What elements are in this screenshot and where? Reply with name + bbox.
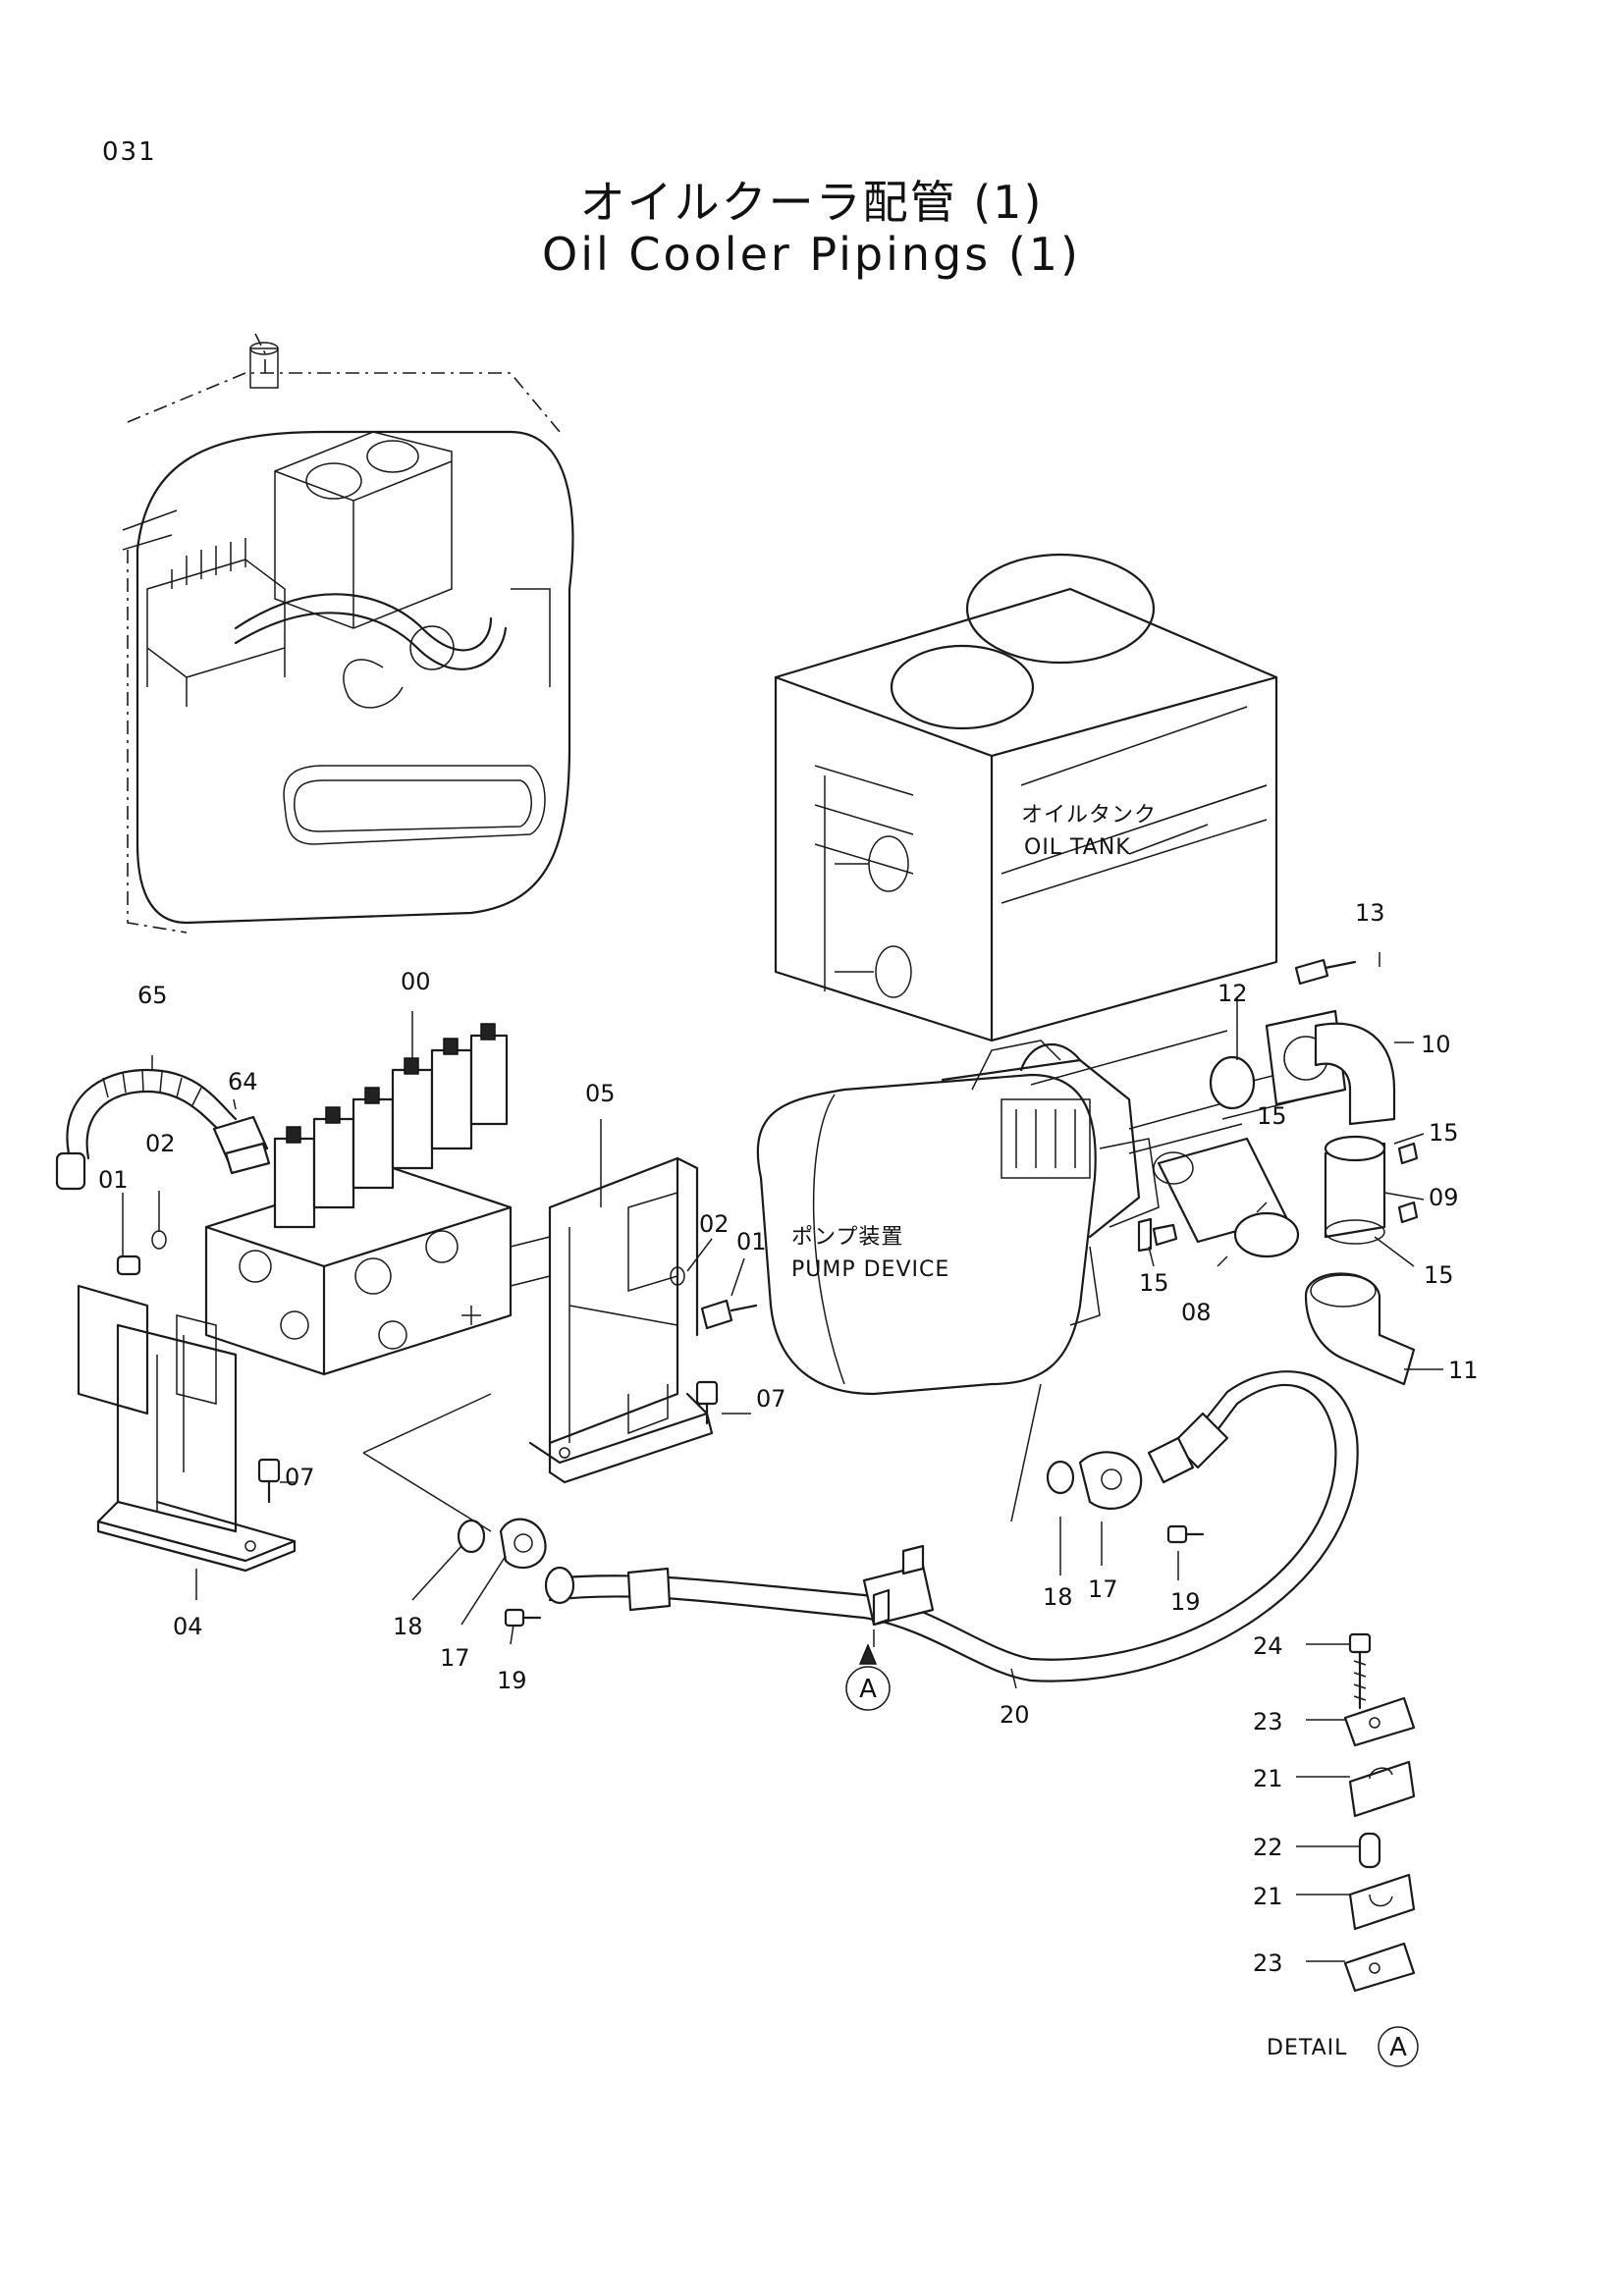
- detail-letter: A: [1389, 2033, 1407, 2062]
- part-label-01-left: 01: [98, 1166, 129, 1194]
- part-label-07-right: 07: [756, 1385, 786, 1413]
- part-label-00: 00: [401, 968, 431, 995]
- detail-a-caption: DETAIL A: [1267, 2026, 1419, 2067]
- control-valve-drawing: [204, 1023, 551, 1376]
- oil-cooler-fittings-drawing: [1153, 1009, 1416, 1386]
- part-label-15-right-bottom: 15: [1424, 1261, 1454, 1289]
- page-number: 031: [102, 137, 157, 167]
- part-label-10: 10: [1421, 1031, 1451, 1058]
- flanges-and-orings-drawing: [457, 1451, 1205, 1628]
- leader-lines: [122, 784, 1443, 1962]
- part-label-05: 05: [585, 1080, 616, 1107]
- part-label-20: 20: [1000, 1701, 1030, 1729]
- part-label-07-left: 07: [285, 1464, 315, 1491]
- part-label-64: 64: [228, 1068, 258, 1095]
- oil-tank-label-jp: オイルタンク: [1021, 803, 1157, 828]
- page-title-english: Oil Cooler Pipings (1): [542, 228, 1081, 281]
- part-label-18-right: 18: [1043, 1583, 1073, 1611]
- hose-65-drawing: [55, 1068, 271, 1191]
- detail-a-clamp-drawing: [1343, 1632, 1416, 1993]
- part-label-22: 22: [1253, 1834, 1283, 1861]
- part-label-17-right: 17: [1088, 1575, 1118, 1603]
- part-label-15-right-top: 15: [1429, 1119, 1459, 1147]
- bolts-and-washers-drawing: [116, 958, 1419, 1504]
- detail-a-callout: A: [845, 1643, 891, 1711]
- part-label-65: 65: [137, 982, 168, 1009]
- part-label-15-left: 15: [1139, 1269, 1169, 1297]
- bracket-05-drawing: [528, 1156, 714, 1484]
- machine-overview-drawing: [122, 333, 574, 934]
- part-label-02-left: 02: [145, 1130, 176, 1157]
- part-label-02-right: 02: [699, 1210, 730, 1238]
- part-label-01-right: 01: [736, 1228, 767, 1255]
- pump-device-label-jp: ポンプ装置: [791, 1225, 903, 1250]
- detail-ref-letter: A: [859, 1675, 877, 1704]
- detail-label: DETAIL: [1267, 2036, 1347, 2060]
- pump-device-label-en: PUMP DEVICE: [791, 1257, 949, 1282]
- part-label-18-left: 18: [393, 1613, 423, 1640]
- part-label-12: 12: [1217, 980, 1248, 1007]
- pipe-20-drawing: [548, 1370, 1359, 1682]
- part-label-23-bottom: 23: [1253, 1949, 1283, 1977]
- page-title-japanese: オイルクーラ配管 (1): [579, 176, 1044, 229]
- part-label-04: 04: [173, 1613, 203, 1640]
- oil-tank-label-en: OIL TANK: [1024, 835, 1131, 860]
- part-label-19-right: 19: [1170, 1588, 1201, 1616]
- oil-tank-drawing: [774, 553, 1278, 1042]
- part-label-08: 08: [1181, 1299, 1212, 1326]
- part-label-15-top: 15: [1257, 1102, 1287, 1130]
- part-label-23-top: 23: [1253, 1708, 1283, 1735]
- part-label-09: 09: [1429, 1184, 1459, 1211]
- part-label-13: 13: [1355, 899, 1385, 927]
- part-label-21-bottom: 21: [1253, 1883, 1283, 1910]
- bracket-04-drawing: [77, 1284, 297, 1573]
- part-number-labels: 00 65 64 02 01 07 04 05 02 01 07 18 17 1…: [98, 899, 1479, 1977]
- part-label-19-left: 19: [497, 1667, 527, 1694]
- part-label-24: 24: [1253, 1632, 1283, 1660]
- part-label-11: 11: [1448, 1357, 1479, 1384]
- part-label-17-left: 17: [440, 1644, 470, 1672]
- part-label-21-top: 21: [1253, 1765, 1283, 1792]
